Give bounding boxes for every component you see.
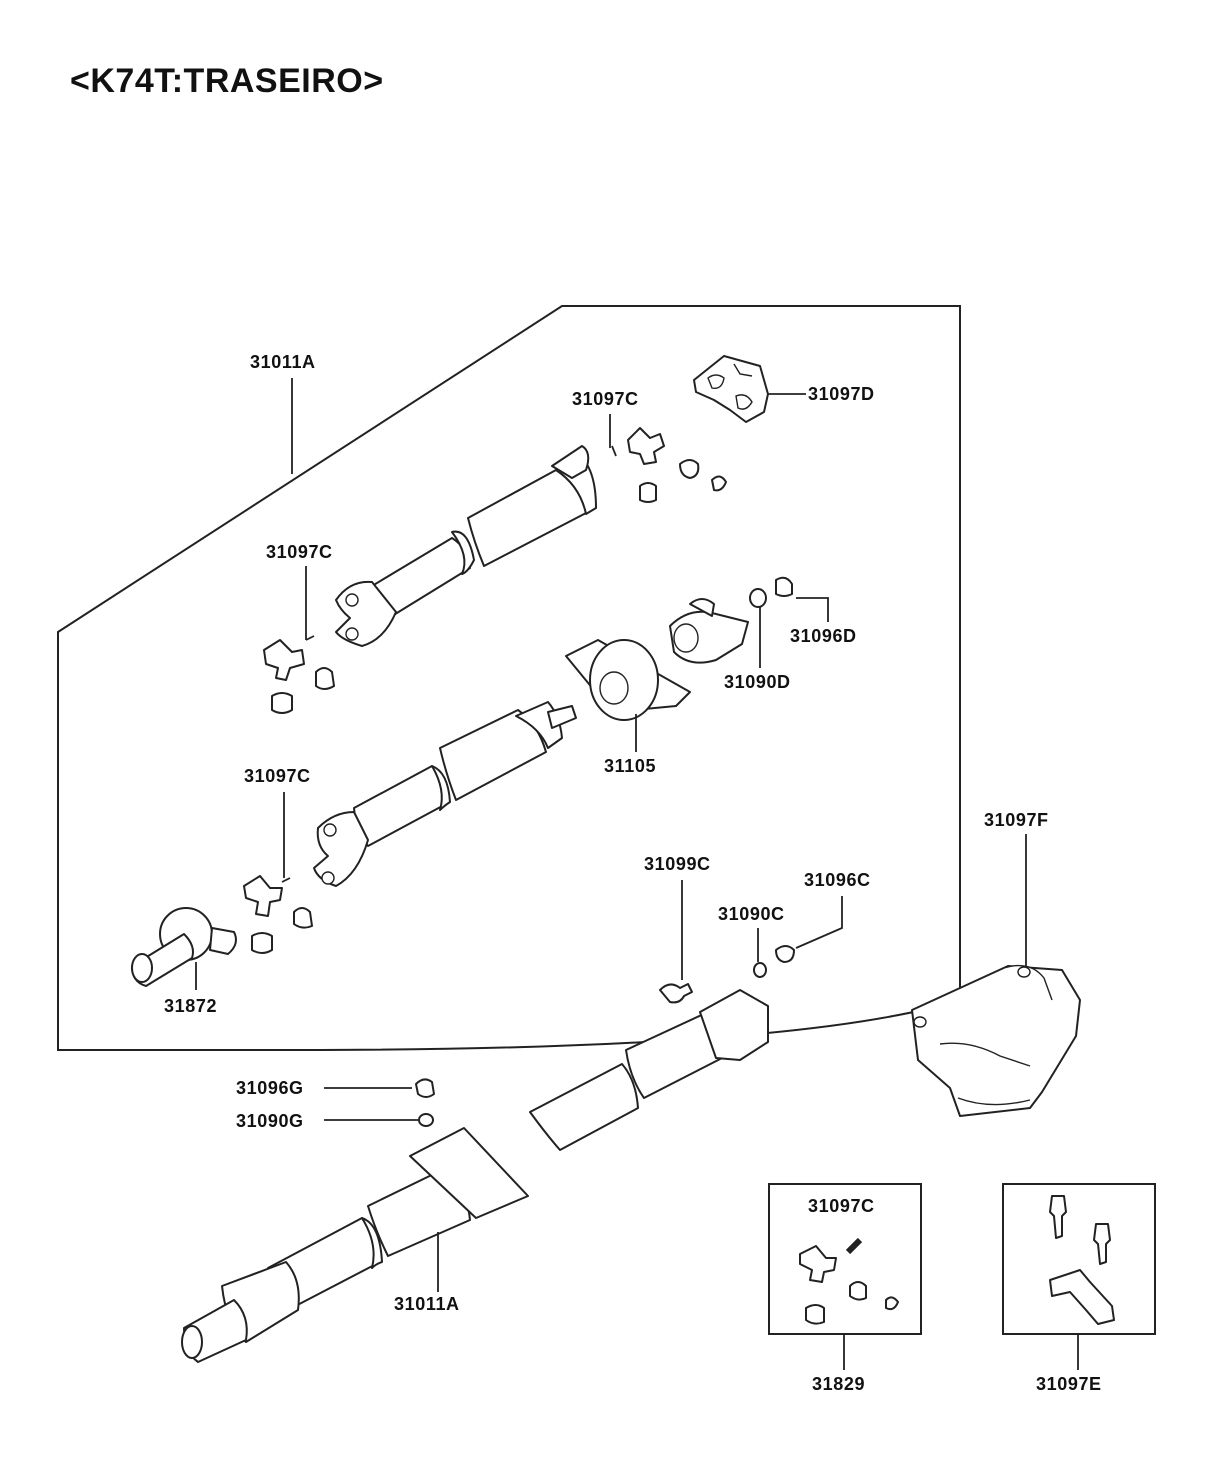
label-shaft-lower: 31011A bbox=[394, 1294, 460, 1314]
kit-box-31097e bbox=[1002, 1183, 1156, 1335]
yoke-31097d bbox=[693, 355, 769, 423]
label-bolt-c: 31099C bbox=[644, 854, 711, 874]
middle-propeller-shaft bbox=[313, 701, 577, 887]
leader-lines bbox=[195, 378, 1079, 1370]
label-washer-g: 31090G bbox=[236, 1111, 304, 1131]
label-washer-d: 31090D bbox=[724, 672, 791, 692]
label-washer-c: 31090C bbox=[718, 904, 785, 924]
label-shaft-upper: 31011A bbox=[250, 352, 316, 372]
flange-yoke-d bbox=[669, 576, 793, 664]
label-clip-mid: 31097C bbox=[266, 542, 333, 562]
label-clip-low: 31097C bbox=[244, 766, 311, 786]
label-bearing: 31105 bbox=[604, 756, 656, 776]
label-clip-top: 31097C bbox=[572, 389, 639, 409]
upper-propeller-shaft bbox=[335, 445, 597, 647]
label-nut-d: 31096D bbox=[790, 626, 857, 646]
part-labels: 31011A 31097C 31097D 31097C 31096D 31090… bbox=[164, 352, 1102, 1394]
kit-box-31829 bbox=[768, 1183, 922, 1335]
yoke-31097f bbox=[911, 964, 1081, 1117]
label-nut-c: 31096C bbox=[804, 870, 871, 890]
label-kit-yoke: 31097E bbox=[1036, 1374, 1102, 1394]
lower-spider bbox=[243, 875, 313, 954]
label-nut-g: 31096G bbox=[236, 1078, 304, 1098]
hardware-c-g bbox=[415, 945, 795, 1127]
label-yoke-f: 31097F bbox=[984, 810, 1049, 830]
diagram-title: <K74T:TRASEIRO> bbox=[70, 62, 384, 100]
mid-spider bbox=[263, 635, 335, 714]
lower-propeller-shaft bbox=[181, 983, 769, 1363]
kit-31097e-parts bbox=[1049, 1195, 1115, 1325]
label-kit-spider: 31829 bbox=[812, 1374, 865, 1394]
flange-31872 bbox=[131, 907, 237, 987]
kit-31829-parts bbox=[799, 1237, 899, 1325]
label-flange: 31872 bbox=[164, 996, 217, 1016]
top-spider bbox=[611, 427, 727, 503]
center-bearing-31105 bbox=[565, 639, 691, 721]
label-yoke-top: 31097D bbox=[808, 384, 875, 404]
label-kit-clip: 31097C bbox=[808, 1196, 875, 1216]
